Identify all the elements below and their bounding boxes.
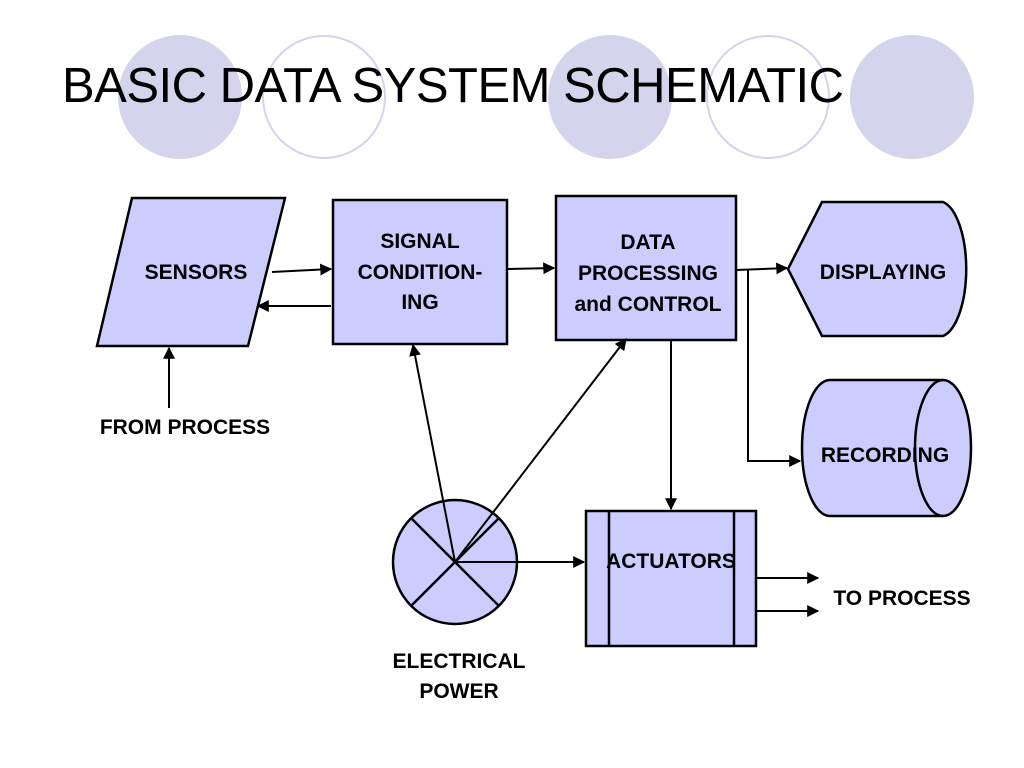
electrical-power-line-1: ELECTRICAL [393, 650, 526, 673]
arrow-processing-to-displaying [735, 262, 789, 275]
displaying-label: DISPLAYING [820, 261, 946, 284]
signal-conditioning-line-2: CONDITION- [358, 261, 483, 284]
sensors-node: SENSORS [95, 196, 287, 348]
electrical-power-line-2: POWER [419, 680, 498, 703]
arrow-power-to-processing [454, 338, 627, 563]
data-processing-line-2: PROCESSING [578, 262, 718, 285]
recording-node: RECORDING [800, 378, 973, 518]
arrow-power-to-signal [409, 343, 456, 563]
signal-conditioning-line-1: SIGNAL [380, 230, 460, 253]
arrow-processing-to-recording [747, 270, 802, 467]
signal-conditioning-line-3: ING [401, 291, 438, 314]
arrow-signal-to-processing [506, 262, 556, 275]
data-processing-line-1: DATA [620, 231, 675, 254]
to-process-label: TO PROCESS [833, 587, 970, 610]
actuators-node: ACTUATORS [584, 509, 758, 648]
sensors-label: SENSORS [145, 261, 248, 284]
data-processing-line-3: and CONTROL [575, 293, 722, 316]
data-processing-node: DATA PROCESSING and CONTROL [554, 194, 738, 342]
recording-label: RECORDING [821, 444, 949, 467]
electrical-power-node: ELECTRICAL POWER [391, 498, 526, 703]
decor-ring-1 [262, 35, 386, 159]
decor-circle-2 [548, 35, 672, 159]
displaying-node: DISPLAYING [786, 200, 968, 338]
signal-conditioning-node: SIGNAL CONDITION- ING [331, 198, 509, 346]
decor-circle-1 [118, 35, 242, 159]
actuators-label: ACTUATORS [606, 550, 736, 573]
from-process-label: FROM PROCESS [100, 416, 270, 439]
arrow-sensors-to-signal [271, 263, 333, 276]
decor-circle-3 [850, 35, 974, 159]
slide-title: BASIC DATA SYSTEM SCHEMATIC [62, 59, 844, 113]
decor-ring-2 [706, 35, 830, 159]
